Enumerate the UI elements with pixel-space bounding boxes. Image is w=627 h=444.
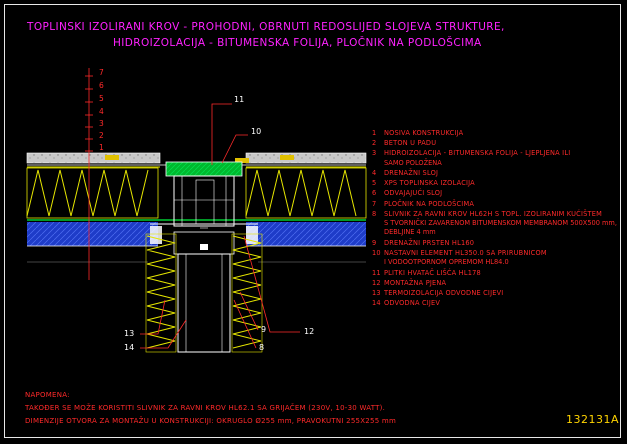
paving-layer xyxy=(26,152,367,164)
level-3: 3 xyxy=(99,119,104,128)
legend-number-1: 1 xyxy=(372,129,377,137)
legend-text-3: HIDROIZOLACIJA - BITUMENSKA FOLIJA - LJE… xyxy=(384,149,571,158)
legend-number-13: 13 xyxy=(372,289,381,297)
note-heading: NAPOMENA: xyxy=(25,391,70,399)
legend-text-8: SLIVNIK ZA RAVNI KROV HL62H S TOPL. IZOL… xyxy=(384,209,602,218)
legend-number-2: 2 xyxy=(372,139,377,148)
level-4: 4 xyxy=(99,107,104,116)
legend-text-6: ODVAJAJUĆI SLOJ xyxy=(384,189,443,198)
legend-number-10: 10 xyxy=(372,249,381,257)
legend-number-14: 14 xyxy=(372,299,381,308)
legend-text-12: MONTAŽNA PJENA xyxy=(384,278,447,287)
legend-text-5: XPS TOPLINSKA IZOLACIJA xyxy=(384,179,475,188)
legend-text-9: DRENAŽNI PRSTEN HL160 xyxy=(384,238,475,247)
legend-text-1: NOSIVA KONSTRUKCIJA xyxy=(384,129,464,137)
level-5: 5 xyxy=(99,94,104,103)
note-line-2: DIMENZIJE OTVORA ZA MONTAŽU U KONSTRUKCI… xyxy=(25,417,397,425)
pipe-insulation xyxy=(145,233,263,353)
level-1: 1 xyxy=(99,143,104,152)
legend-text-10: NASTAVNI ELEMENT HL350.0 SA PRIRUBNICOM xyxy=(384,249,547,257)
level-2: 2 xyxy=(99,131,104,140)
legend-number-7: 7 xyxy=(372,199,377,208)
legend-number-12: 12 xyxy=(372,278,381,287)
level-6: 6 xyxy=(99,81,104,90)
legend-text-3-cont: SAMO POLOŽENA xyxy=(384,158,442,167)
legend-number-3: 3 xyxy=(372,149,377,158)
leader-lines xyxy=(140,103,300,349)
legend-text-10-cont: I VODOOTPORNOM OPREMOM HL84.0 xyxy=(384,258,509,267)
legend-text-4: DRENAŽNI SLOJ xyxy=(384,169,439,177)
legend-number-9: 9 xyxy=(372,238,377,247)
callout-10: 10 xyxy=(251,127,262,136)
legend-text-8-cont: DEBLJINE 4 mm xyxy=(384,228,436,237)
callout-11: 11 xyxy=(234,95,245,104)
level-7: 7 xyxy=(99,68,104,77)
callout-13: 13 xyxy=(124,329,135,338)
legend-text-13: TERMOIZOLACIJA ODVODNE CIJEVI xyxy=(384,289,504,297)
roof-drain xyxy=(150,161,258,353)
xps-insulation-left xyxy=(26,167,159,219)
xps-insulation-right xyxy=(245,167,367,219)
callout-14: 14 xyxy=(124,343,135,352)
legend-number-5: 5 xyxy=(372,179,377,188)
legend-text-2: BETON U PADU xyxy=(384,139,437,148)
legend-text-7: PLOČNIK NA PODLOŠCIMA xyxy=(384,199,475,208)
legend-text-14: ODVODNA CIJEV xyxy=(384,299,441,308)
drawing-code: 132131A xyxy=(566,413,620,426)
layer-level-staff xyxy=(85,68,93,280)
title-line-2: HIDROIZOLACIJA - BITUMENSKA FOLIJA, PLOČ… xyxy=(113,37,482,49)
note-line-1: TAKOĐER SE MOŽE KORISTITI SLIVNIK ZA RAV… xyxy=(25,404,386,412)
legend-number-8: 8 xyxy=(372,209,377,218)
legend-text-8-cont: S TVORNIČKI ZAVARENOM BITUMENSKOM MEMBRA… xyxy=(384,219,617,227)
legend-number-11: 11 xyxy=(372,268,381,277)
callout-8: 8 xyxy=(259,343,265,352)
legend-number-6: 6 xyxy=(372,189,377,198)
drawing-frame xyxy=(4,4,621,438)
legend-number-4: 4 xyxy=(372,169,377,177)
callout-9: 9 xyxy=(261,325,267,334)
callout-12: 12 xyxy=(304,327,315,336)
legend-text-11: PLITKI HVATAČ LIŠĆA HL178 xyxy=(384,268,481,277)
title-line-1: TOPLINSKI IZOLIRANI KROV - PROHODNI, OBR… xyxy=(27,21,505,33)
